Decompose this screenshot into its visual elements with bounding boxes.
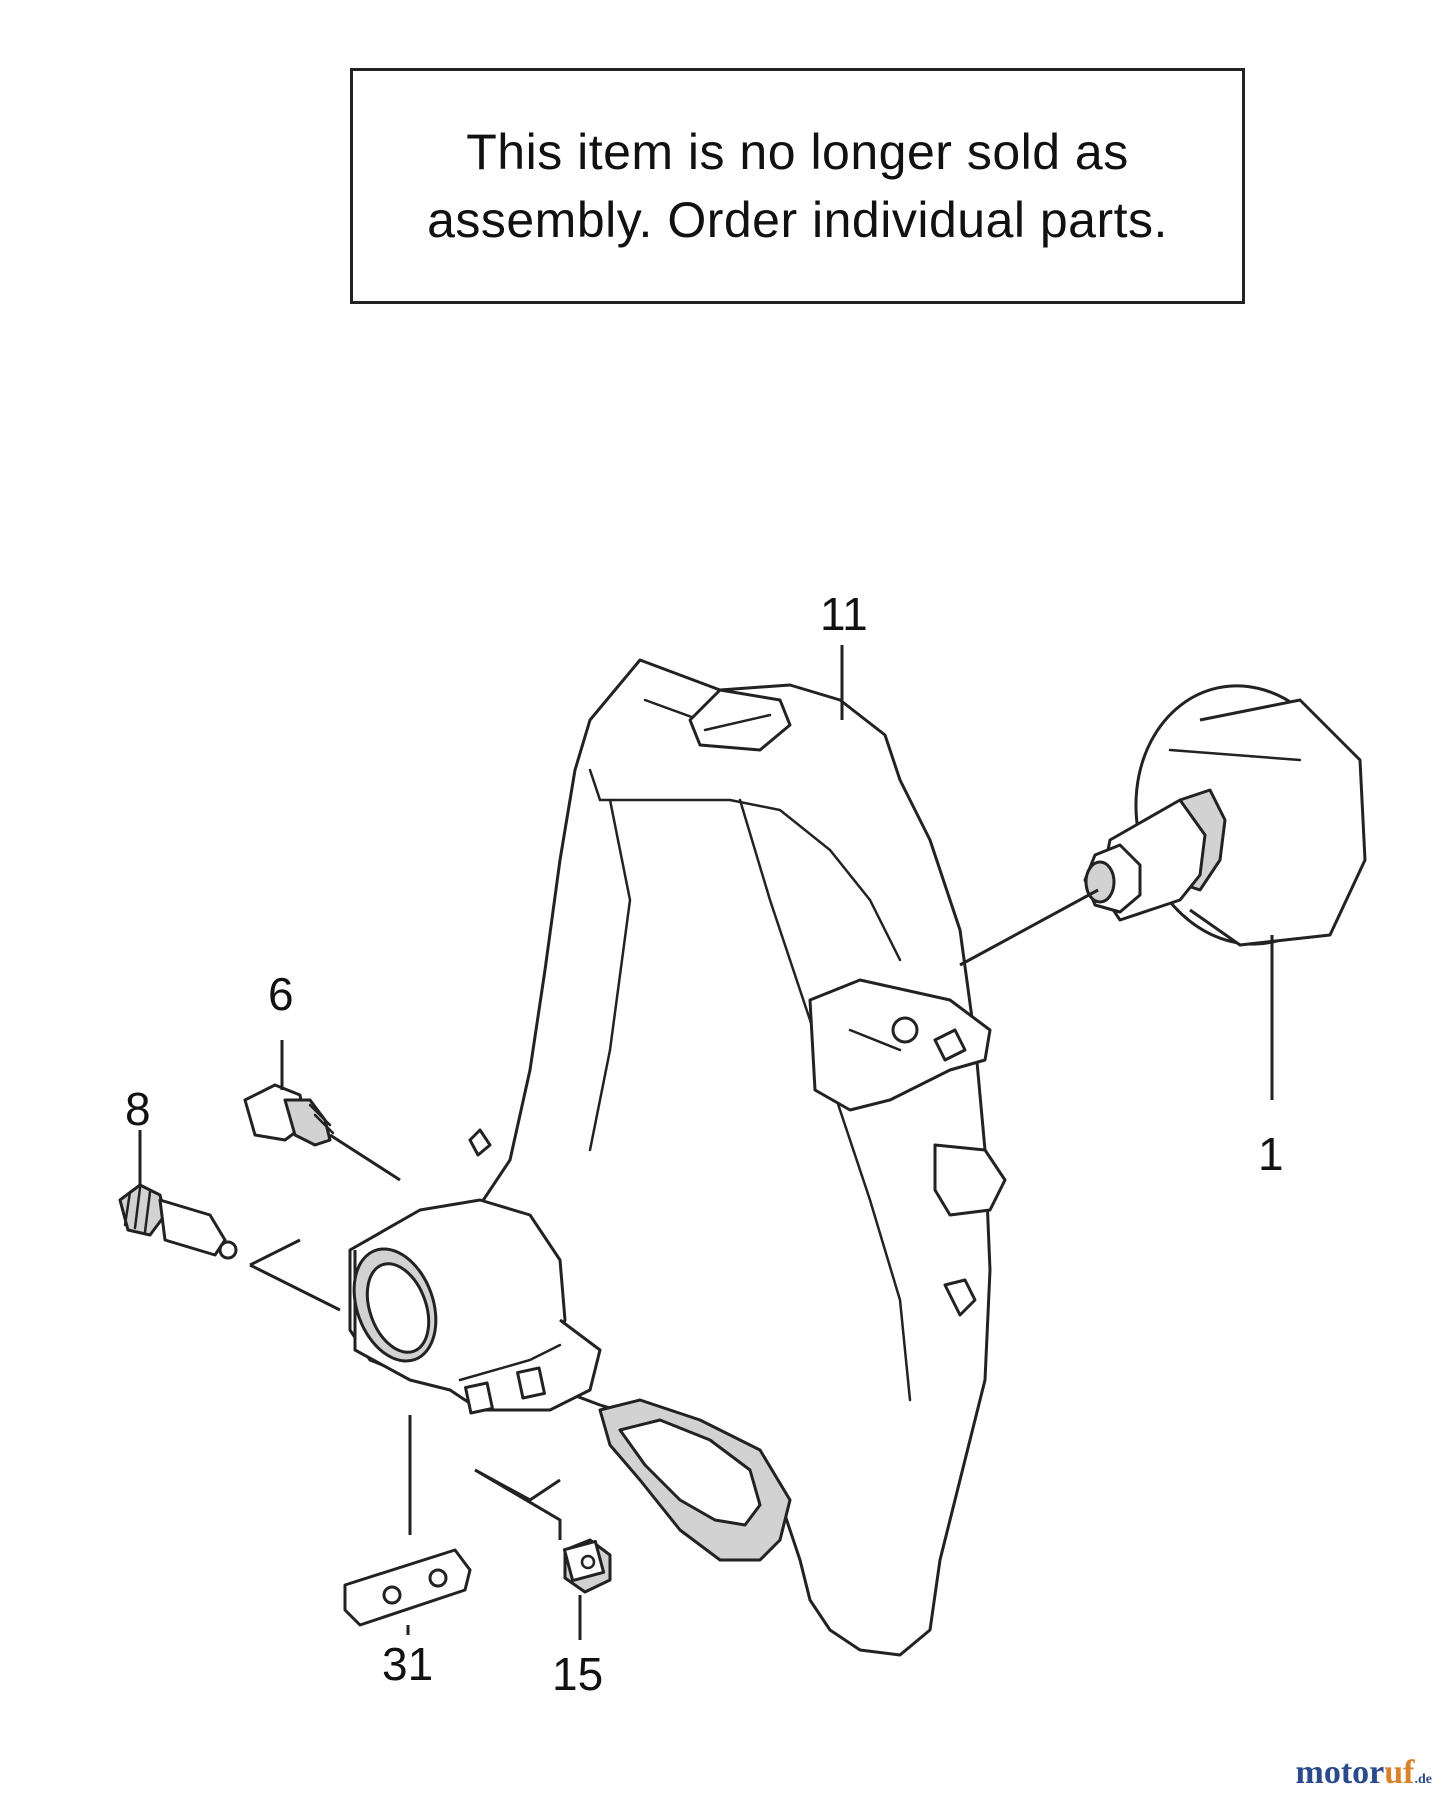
- watermark-text: motor: [1295, 1754, 1385, 1791]
- watermark-logo: motoruf.de: [1296, 1754, 1432, 1792]
- screw-part: [118, 1183, 341, 1312]
- callout-1: 1: [1258, 1128, 1284, 1180]
- watermark-suffix: .de: [1414, 1772, 1433, 1787]
- notice-box: This item is no longer sold as assembly.…: [350, 68, 1245, 304]
- bolt-part: [243, 1083, 401, 1182]
- clutch-drum-part: [959, 684, 1367, 967]
- callout-8: 8: [125, 1083, 151, 1135]
- callout-6: 6: [268, 968, 294, 1020]
- notice-line-2: assembly. Order individual parts.: [427, 192, 1168, 248]
- callout-11: 11: [820, 588, 868, 640]
- notice-line-1: This item is no longer sold as: [466, 124, 1129, 180]
- callout-15: 15: [552, 1648, 603, 1700]
- callout-31: 31: [382, 1638, 433, 1690]
- watermark-accent: uf: [1384, 1754, 1415, 1791]
- plate-part: [343, 1415, 472, 1627]
- gear-housing-part: [348, 658, 1007, 1657]
- nut-part: [474, 1468, 612, 1594]
